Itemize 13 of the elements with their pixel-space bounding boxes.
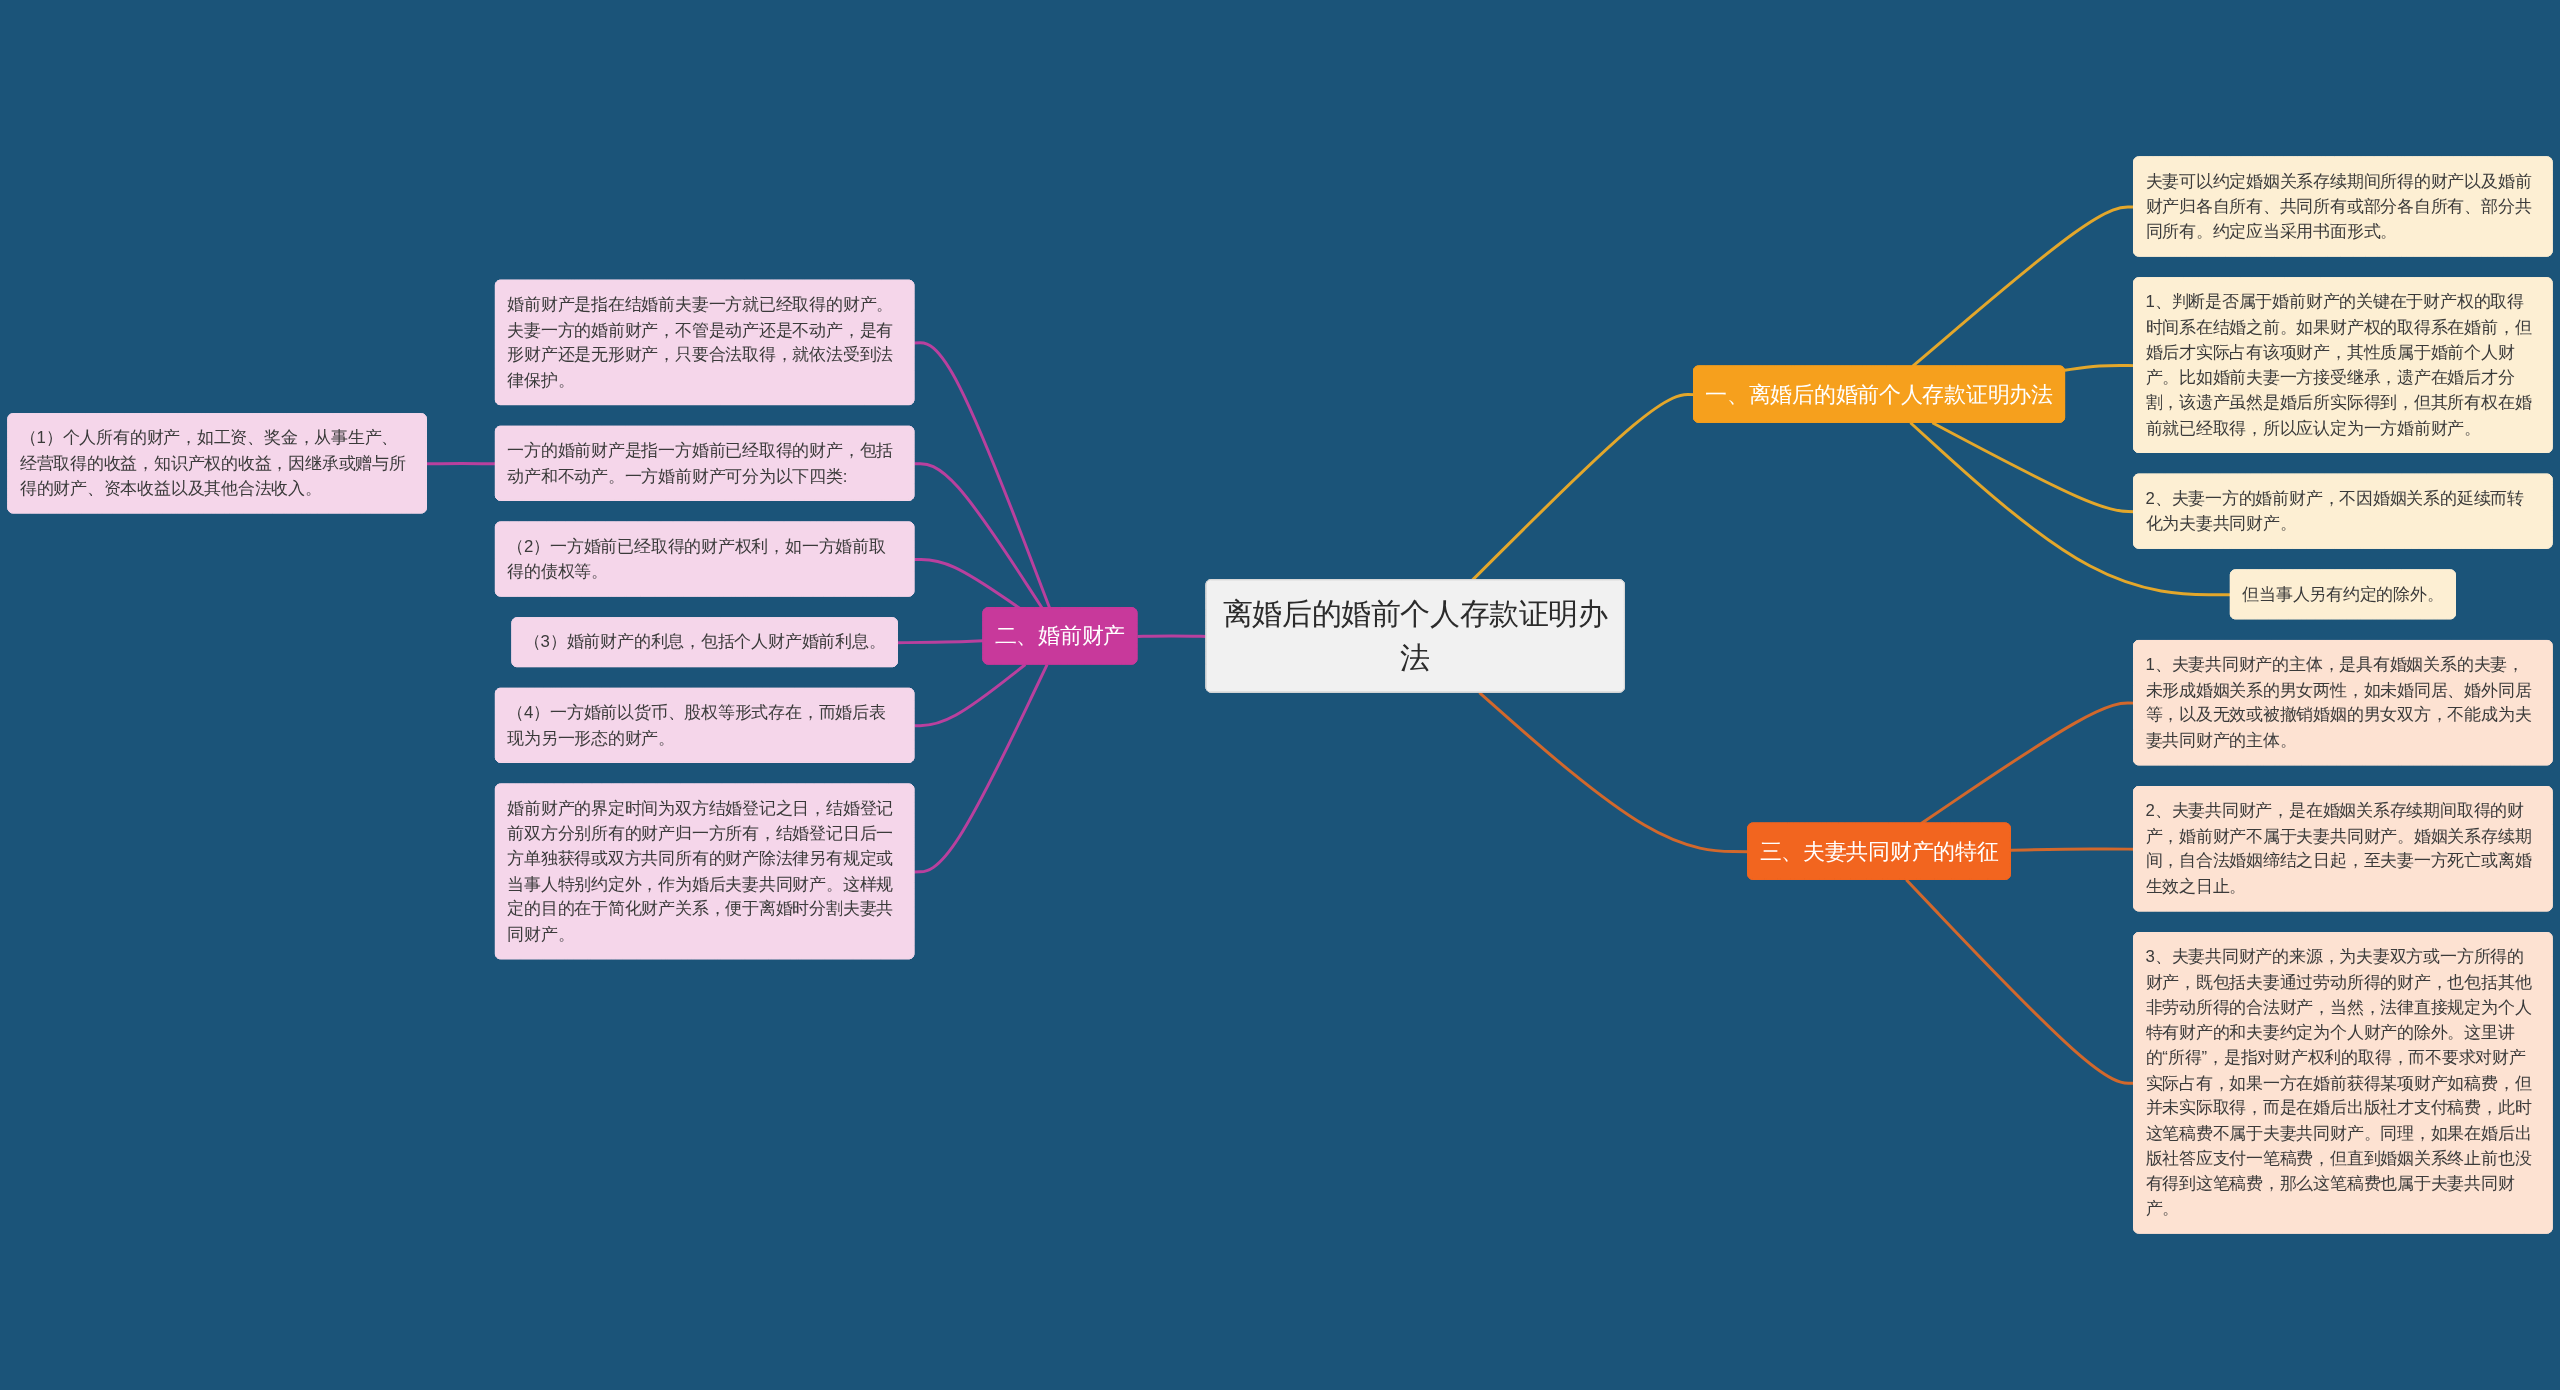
connector — [897, 639, 984, 645]
connector — [1137, 634, 1207, 638]
connector — [1478, 691, 1749, 854]
connector — [1931, 421, 2135, 514]
connector — [914, 341, 1052, 609]
connector — [1920, 701, 2135, 825]
connector — [1909, 421, 2231, 597]
connector — [426, 462, 496, 466]
connector — [1905, 878, 2135, 1085]
connector — [914, 663, 1027, 728]
connector — [2010, 847, 2135, 852]
connector — [914, 663, 1049, 874]
connector — [2064, 364, 2135, 372]
